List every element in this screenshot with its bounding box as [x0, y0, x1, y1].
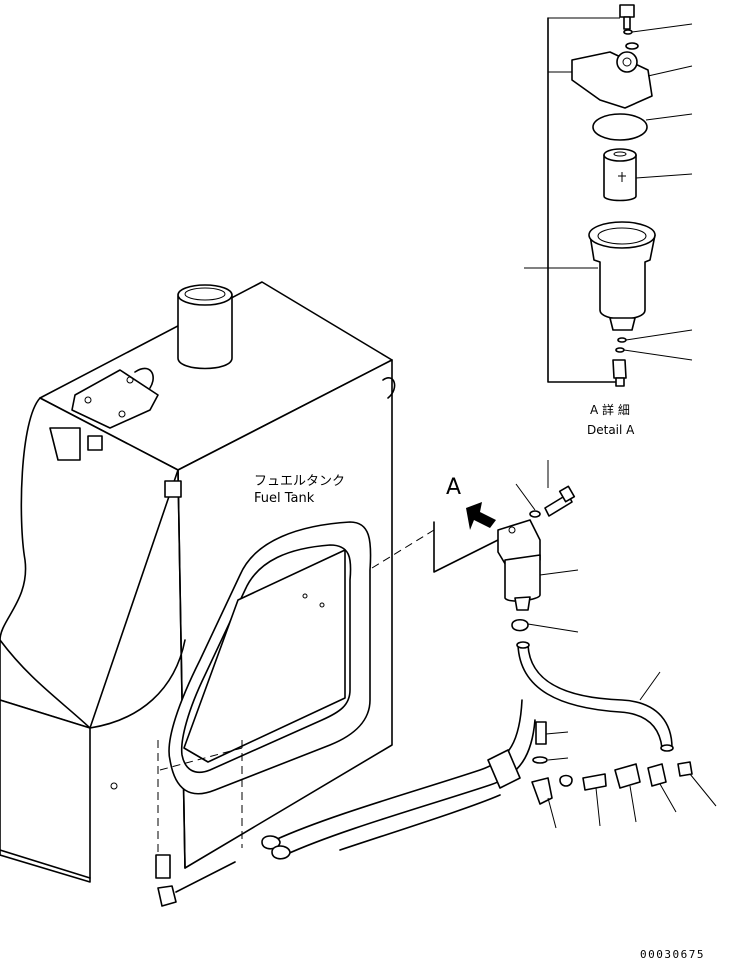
detail-label-jp: A 詳 細 [590, 402, 630, 417]
detail-label-en: Detail A [587, 423, 635, 437]
drawing-number: 00030675 [640, 948, 705, 961]
leader-lines [515, 460, 717, 829]
fittings [531, 721, 693, 805]
tank-label-jp: フュエルタンク [254, 474, 345, 489]
view-direction-arrow-icon [466, 502, 496, 530]
tank-label-en: Fuel Tank [254, 491, 315, 506]
view-marker: A [446, 475, 461, 500]
fuel-tank: フュエルタンク Fuel Tank [0, 281, 396, 883]
fuel-filter-assembly: A [371, 475, 674, 752]
drain-line [155, 699, 536, 907]
detail-a: A 詳 細 Detail A [524, 4, 693, 437]
